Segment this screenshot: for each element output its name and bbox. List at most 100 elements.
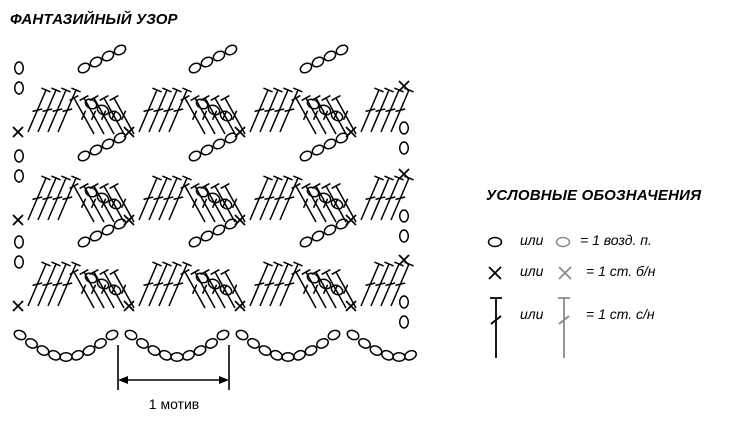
chain-stitch-mark: [346, 329, 360, 341]
chain-stitch-mark: [335, 218, 349, 230]
double-crochet-mark: [360, 87, 384, 133]
double-crochet-mark: [47, 261, 71, 307]
single-crochet-mark: [234, 300, 246, 312]
chain-stitch-mark: [306, 98, 320, 110]
chain-stitch-icon: [487, 236, 571, 248]
single-crochet-mark: [12, 300, 24, 312]
legend-row-double-crochet: или = 1 ст. с/н: [486, 296, 716, 360]
chain-stitch-mark: [318, 278, 332, 290]
chain-stitch-mark: [306, 272, 320, 284]
double-crochet-mark: [259, 87, 283, 133]
double-crochet-mark: [158, 175, 182, 221]
motif-label: 1 мотив: [148, 396, 200, 412]
double-crochet-mark: [210, 94, 236, 135]
chain-stitch-mark: [13, 329, 27, 341]
single-crochet-mark: [123, 300, 135, 312]
chain-stitch-mark: [96, 104, 110, 116]
chain-stitch-mark: [212, 138, 226, 150]
chain-stitch-mark: [108, 198, 122, 210]
double-crochet-mark: [279, 87, 303, 133]
double-crochet-mark: [27, 175, 51, 221]
chain-stitch-mark: [323, 224, 337, 236]
chart-symbols: [12, 44, 417, 363]
double-crochet-mark: [220, 94, 246, 135]
double-crochet-mark: [269, 261, 293, 307]
chain-stitch-mark: [89, 56, 103, 68]
double-crochet-mark: [180, 268, 206, 309]
legend-or: или: [520, 263, 544, 279]
chain-stitch-mark: [311, 144, 325, 156]
double-crochet-mark: [210, 268, 236, 309]
chain-stitch-mark: [188, 236, 202, 248]
double-crochet-mark: [37, 175, 61, 221]
chain-stitch-mark: [96, 278, 110, 290]
double-crochet-mark: [47, 87, 71, 133]
double-crochet-mark: [109, 268, 135, 309]
legend-meaning: = 1 возд. п.: [580, 232, 652, 248]
double-crochet-mark: [390, 175, 414, 221]
double-crochet-mark: [138, 87, 162, 133]
double-crochet-mark: [249, 261, 273, 307]
page-title: ФАНТАЗИЙНЫЙ УЗОР: [10, 11, 178, 28]
double-crochet-mark: [331, 182, 357, 223]
double-crochet-mark: [99, 94, 125, 135]
legend-or: или: [520, 306, 544, 322]
double-crochet-alt-icon: [558, 297, 570, 358]
double-crochet-mark: [180, 182, 206, 223]
chain-stitch-mark: [200, 230, 214, 242]
double-crochet-mark: [79, 182, 105, 223]
chain-stitch-mark: [358, 338, 371, 349]
chain-stitch-mark: [219, 284, 233, 296]
chain-stitch-mark: [335, 44, 349, 56]
chain-stitch-mark: [13, 61, 25, 75]
double-crochet-mark: [291, 268, 317, 309]
chain-stitch-mark: [13, 255, 25, 269]
legend-meaning: = 1 ст. с/н: [586, 306, 655, 322]
chain-stitch-mark: [147, 345, 161, 356]
chain-stitch-mark: [207, 192, 221, 204]
double-crochet-mark: [158, 261, 182, 307]
chain-stitch-mark: [398, 141, 410, 155]
double-crochet-mark: [390, 87, 414, 133]
chain-stitch-mark: [200, 144, 214, 156]
chain-stitch-mark: [224, 44, 238, 56]
double-crochet-mark: [99, 268, 125, 309]
single-crochet-mark: [12, 126, 24, 138]
chain-stitch-mark: [318, 192, 332, 204]
double-crochet-mark: [79, 94, 105, 135]
single-crochet-mark: [398, 80, 410, 92]
legend-row-chain: или = 1 возд. п.: [486, 231, 716, 261]
double-crochet-mark: [27, 261, 51, 307]
chain-stitch-mark: [207, 104, 221, 116]
double-crochet-mark: [79, 268, 105, 309]
chain-stitch-mark: [369, 345, 383, 356]
chain-stitch-mark: [212, 224, 226, 236]
chain-stitch-mark: [212, 50, 226, 62]
double-crochet-mark: [180, 94, 206, 135]
chain-stitch-mark: [299, 62, 313, 74]
chain-stitch-mark: [224, 132, 238, 144]
chain-stitch-mark: [398, 121, 410, 135]
double-crochet-mark: [269, 175, 293, 221]
legend-or: или: [520, 232, 544, 248]
chain-stitch-mark: [113, 44, 127, 56]
chain-stitch-mark: [77, 236, 91, 248]
chain-stitch-mark: [247, 338, 260, 349]
chain-stitch-mark: [299, 150, 313, 162]
single-crochet-mark: [345, 300, 357, 312]
double-crochet-mark: [291, 182, 317, 223]
double-crochet-mark: [148, 87, 172, 133]
chain-stitch-mark: [281, 351, 295, 363]
chain-stitch-mark: [13, 169, 25, 183]
legend-meaning: = 1 ст. б/н: [586, 263, 656, 279]
double-crochet-mark: [291, 94, 317, 135]
double-crochet-mark: [321, 94, 347, 135]
chain-stitch-mark: [293, 349, 306, 361]
double-crochet-mark: [370, 175, 394, 221]
chain-stitch-mark: [330, 198, 344, 210]
double-crochet-mark: [27, 87, 51, 133]
chain-stitch-mark: [404, 349, 417, 361]
double-crochet-mark: [37, 261, 61, 307]
chain-stitch-mark: [182, 349, 195, 361]
chain-stitch-mark: [188, 62, 202, 74]
